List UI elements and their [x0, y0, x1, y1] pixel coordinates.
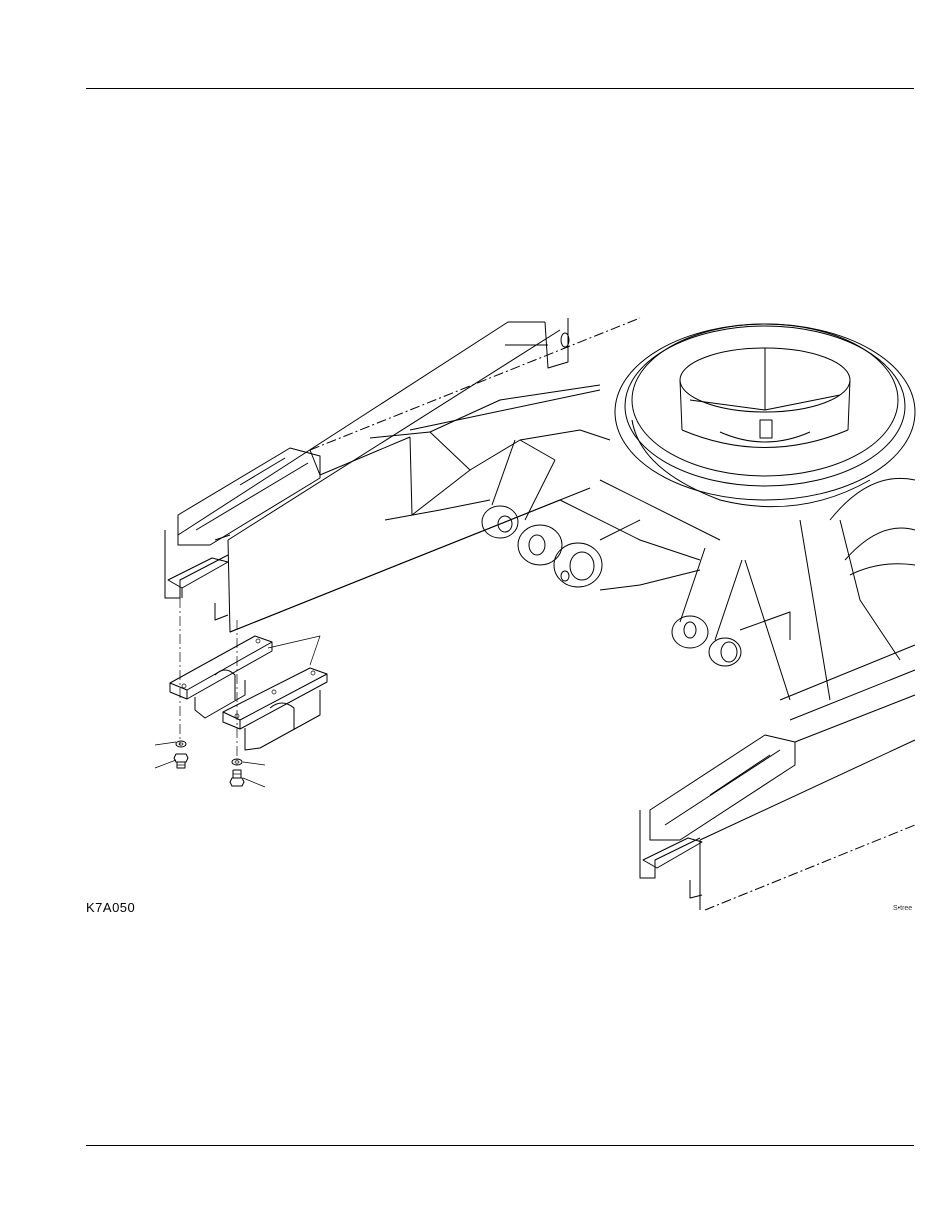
brand-mark: S•tree	[893, 905, 913, 912]
right-track-frame	[639, 694, 916, 911]
swing-bearing-ring	[614, 323, 916, 508]
footer-rule	[86, 1145, 914, 1146]
undercarriage-frame-exploded-illustration	[154, 317, 916, 911]
header-rule	[86, 88, 914, 89]
assembly-centerlines	[179, 598, 238, 765]
guide-plate-right	[222, 667, 328, 751]
washer-left	[175, 740, 187, 748]
right-frame-body	[739, 477, 916, 721]
figure-id-label: K7A050	[86, 900, 136, 915]
bolt-left	[173, 753, 189, 769]
bolt-right	[229, 769, 245, 787]
guide-plate-left	[169, 635, 273, 719]
leader-lines	[154, 635, 321, 788]
center-cross-member	[369, 384, 721, 591]
boom-pivot-lugs	[481, 439, 743, 667]
washer-right	[231, 758, 243, 766]
